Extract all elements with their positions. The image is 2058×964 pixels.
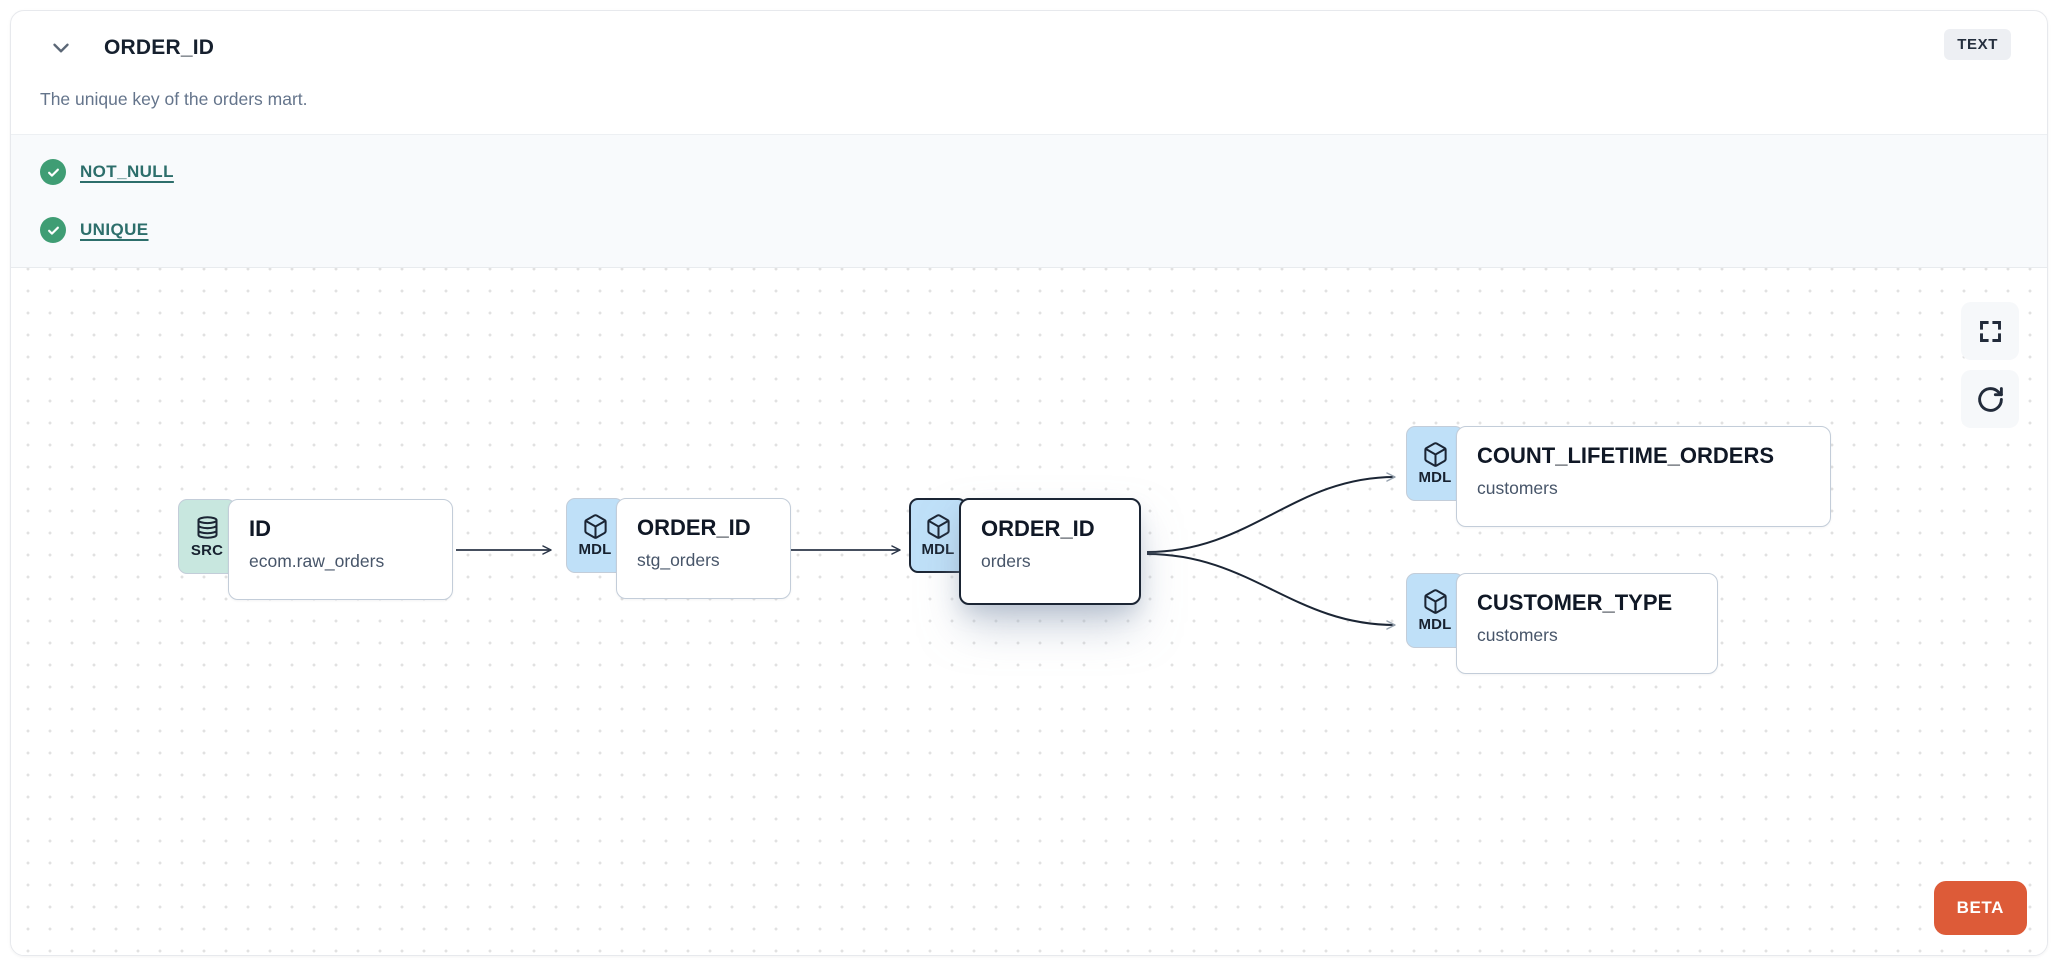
- lineage-node-order-id-stg-orders[interactable]: MDL ORDER_ID stg_orders: [566, 498, 791, 599]
- fullscreen-icon: [1979, 320, 2001, 342]
- chevron-down-icon: [53, 43, 69, 53]
- node-type-badge-mdl: MDL: [1406, 573, 1464, 648]
- node-type-badge-mdl: MDL: [1406, 426, 1464, 501]
- node-model-name: ecom.raw_orders: [249, 551, 385, 571]
- test-row: UNIQUE: [40, 208, 2047, 252]
- beta-badge: BETA: [1933, 881, 2027, 935]
- node-type-badge-mdl: MDL: [909, 498, 967, 573]
- lineage-canvas[interactable]: SRC ID ecom.raw_orders MDL ORDER_ID stg_…: [11, 268, 2047, 955]
- node-badge-label: MDL: [921, 541, 955, 558]
- node-column-name: COUNT_LIFETIME_ORDERS: [1477, 443, 1775, 468]
- lineage-edges: [456, 472, 1396, 630]
- node-body: ID ecom.raw_orders: [228, 499, 453, 600]
- node-badge-label: MDL: [1418, 469, 1452, 486]
- cube-icon: [1423, 442, 1447, 467]
- node-model-name: customers: [1477, 478, 1558, 498]
- refresh-button[interactable]: [1961, 370, 2019, 428]
- cube-icon: [926, 514, 950, 539]
- tests-section: NOT_NULL UNIQUE: [11, 134, 2047, 268]
- database-icon: [196, 516, 218, 539]
- fullscreen-button[interactable]: [1961, 302, 2019, 360]
- collapse-toggle-button[interactable]: [48, 35, 74, 61]
- node-type-badge-mdl: MDL: [566, 498, 624, 573]
- node-column-name: CUSTOMER_TYPE: [1477, 590, 1673, 615]
- node-body: ORDER_ID stg_orders: [616, 498, 791, 599]
- column-description: The unique key of the orders mart.: [40, 89, 308, 109]
- title-row: ORDER_ID: [40, 33, 2011, 63]
- node-badge-label: MDL: [1418, 616, 1452, 633]
- lineage-node-count-lifetime-orders-customers[interactable]: MDL COUNT_LIFETIME_ORDERS customers: [1406, 426, 1831, 527]
- lineage-node-customer-type-customers[interactable]: MDL CUSTOMER_TYPE customers: [1406, 573, 1718, 674]
- node-body: ORDER_ID orders: [959, 498, 1141, 605]
- lineage-node-id-ecom-raw-orders[interactable]: SRC ID ecom.raw_orders: [178, 499, 453, 600]
- canvas-controls: [1961, 302, 2019, 428]
- node-badge-label: SRC: [190, 542, 224, 559]
- cube-icon: [583, 514, 607, 539]
- node-column-name: ORDER_ID: [981, 516, 1095, 541]
- cube-icon: [1423, 589, 1447, 614]
- node-model-name: orders: [981, 551, 1031, 571]
- card-header: ORDER_ID TEXT The unique key of the orde…: [11, 11, 2047, 134]
- node-body: CUSTOMER_TYPE customers: [1456, 573, 1718, 674]
- test-link-not-null[interactable]: NOT_NULL: [80, 162, 174, 181]
- column-details-card: ORDER_ID TEXT The unique key of the orde…: [10, 10, 2048, 956]
- node-model-name: stg_orders: [637, 550, 720, 570]
- refresh-icon: [1977, 386, 2003, 412]
- test-link-unique[interactable]: UNIQUE: [80, 220, 149, 239]
- node-column-name: ID: [249, 516, 271, 541]
- node-model-name: customers: [1477, 625, 1558, 645]
- data-type-badge: TEXT: [1944, 29, 2011, 60]
- edge-orders-to-count-lifetime: [1146, 472, 1396, 553]
- test-row: NOT_NULL: [40, 150, 2047, 194]
- check-circle-icon: [40, 217, 66, 243]
- node-column-name: ORDER_ID: [637, 515, 751, 540]
- page-title: ORDER_ID: [104, 36, 215, 59]
- lineage-node-order-id-orders-selected[interactable]: MDL ORDER_ID orders: [909, 498, 1141, 605]
- check-circle-icon: [40, 159, 66, 185]
- node-badge-label: MDL: [578, 541, 612, 558]
- edge-orders-to-customer-type: [1146, 553, 1396, 630]
- node-body: COUNT_LIFETIME_ORDERS customers: [1456, 426, 1831, 527]
